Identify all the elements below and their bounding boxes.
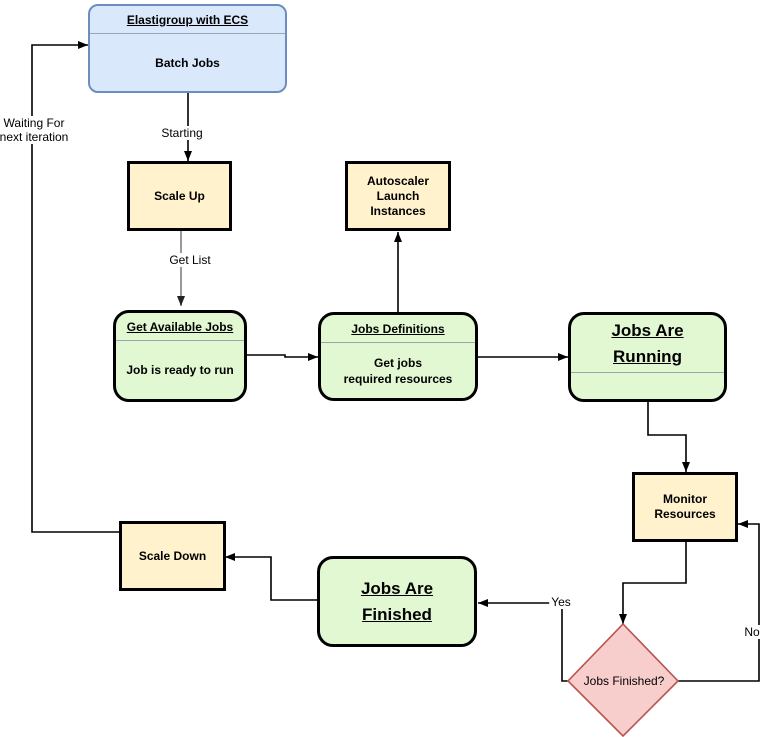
jobs-definitions-title: Jobs Definitions [321,315,475,343]
jobs-definitions-body: Get jobs required resources [343,355,453,386]
jobs-are-finished-title: Jobs Are Finished [360,578,434,624]
edge-scaledown-to-batchjobs [31,41,119,533]
edge-label-starting: Starting [159,126,205,140]
jobs-are-running-title: Jobs Are Running [571,315,724,373]
get-available-jobs-body: Job is ready to run [126,363,234,377]
autoscaler-label: Autoscaler Launch Instances [366,173,430,218]
jobs-finished-decision-label: Jobs Finished? [583,674,665,688]
edge-monitor-to-decision [619,542,687,624]
jobs-are-finished-node: Jobs Are Finished [317,556,477,647]
get-available-jobs-node: Get Available Jobs Job is ready to run [113,310,247,402]
elastigroup-batch-jobs-node: Elastigroup with ECS Batch Jobs [88,4,287,93]
edge-getjobs-to-definitions [247,353,318,361]
elastigroup-title: Elastigroup with ECS [90,6,285,34]
edge-label-no: No [742,625,762,639]
jobs-are-running-empty-section [571,373,724,399]
scale-up-label: Scale Up [154,188,205,203]
edge-finished-to-scaledown [225,553,317,601]
edge-label-yes: Yes [549,595,573,609]
edge-running-to-monitor [647,402,690,472]
scale-down-node: Scale Down [119,521,226,591]
scale-up-node: Scale Up [127,161,232,231]
edge-label-waiting-next-iteration: Waiting For next iteration [0,116,71,144]
get-available-jobs-title: Get Available Jobs [116,313,244,341]
edge-decision-no-to-monitor [678,520,760,682]
edge-label-get-list: Get List [167,253,213,267]
jobs-are-running-node: Jobs Are Running [568,312,727,402]
elastigroup-body: Batch Jobs [155,55,220,70]
jobs-finished-decision-shape [566,622,680,737]
monitor-resources-label: Monitor Resources [654,492,716,521]
scale-down-label: Scale Down [138,548,207,563]
autoscaler-node: Autoscaler Launch Instances [345,161,451,231]
jobs-definitions-node: Jobs Definitions Get jobs required resou… [318,312,478,401]
edge-decision-yes-to-finished [478,599,568,682]
monitor-resources-node: Monitor Resources [632,472,738,542]
